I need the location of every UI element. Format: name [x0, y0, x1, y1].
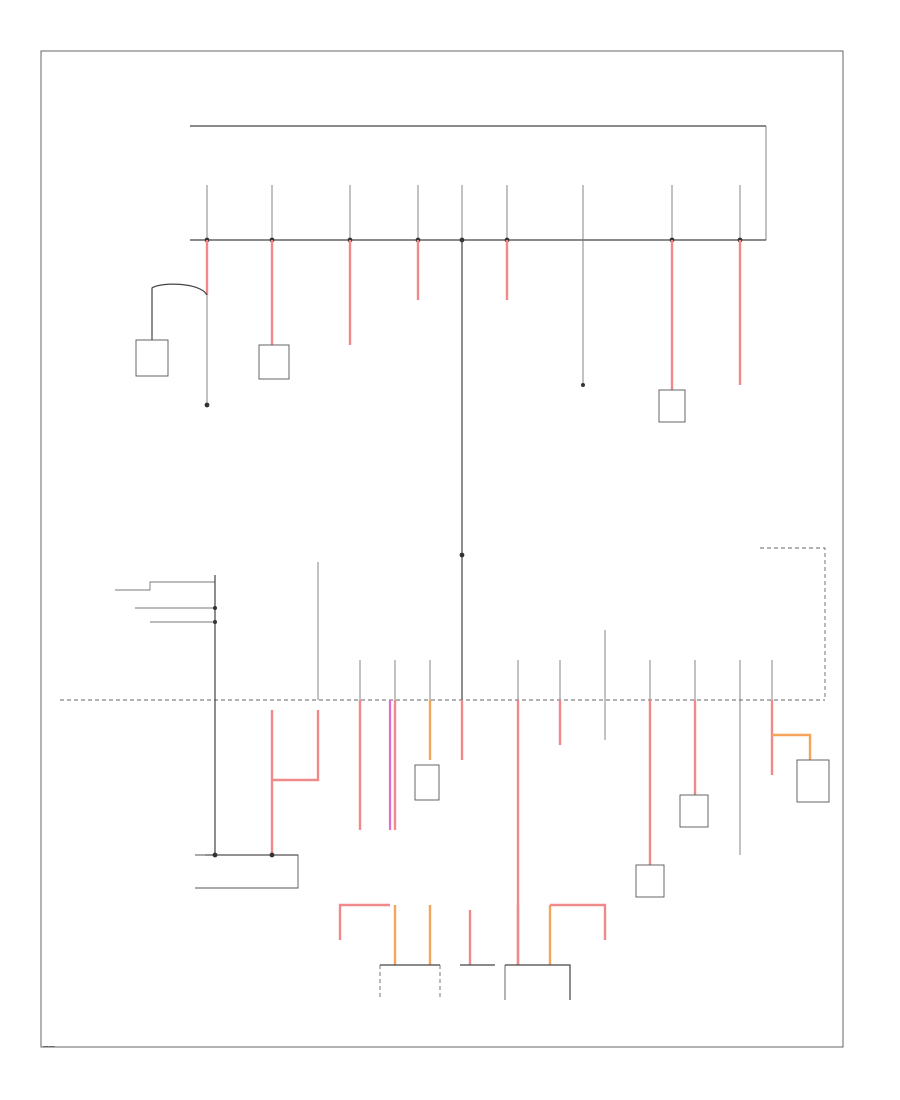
lower-module-box-4	[796, 759, 830, 803]
trunk-node	[459, 552, 465, 558]
starter-box	[135, 339, 169, 377]
top-module-box-2	[658, 389, 686, 423]
lower-fuse-outline	[760, 547, 826, 700]
diagram-frame	[40, 50, 844, 1048]
lower-module-box-2	[635, 864, 665, 898]
top-power-feeds	[258, 240, 742, 423]
lower-module-box-3	[679, 794, 709, 828]
lower-fuses	[359, 630, 773, 700]
top-module-box-1	[258, 344, 290, 380]
page-id: ——	[43, 1043, 55, 1050]
lower-fuse-block	[60, 547, 826, 701]
ignition-switch	[115, 575, 217, 855]
battery-starter-branch	[135, 240, 210, 408]
engine-control-module	[195, 852, 299, 889]
bottom-modules	[338, 903, 607, 1000]
top-fuses	[206, 185, 741, 240]
top-fuse-outline	[190, 126, 767, 241]
lower-module-box-1	[414, 764, 440, 801]
top-fuse-block	[190, 125, 767, 243]
